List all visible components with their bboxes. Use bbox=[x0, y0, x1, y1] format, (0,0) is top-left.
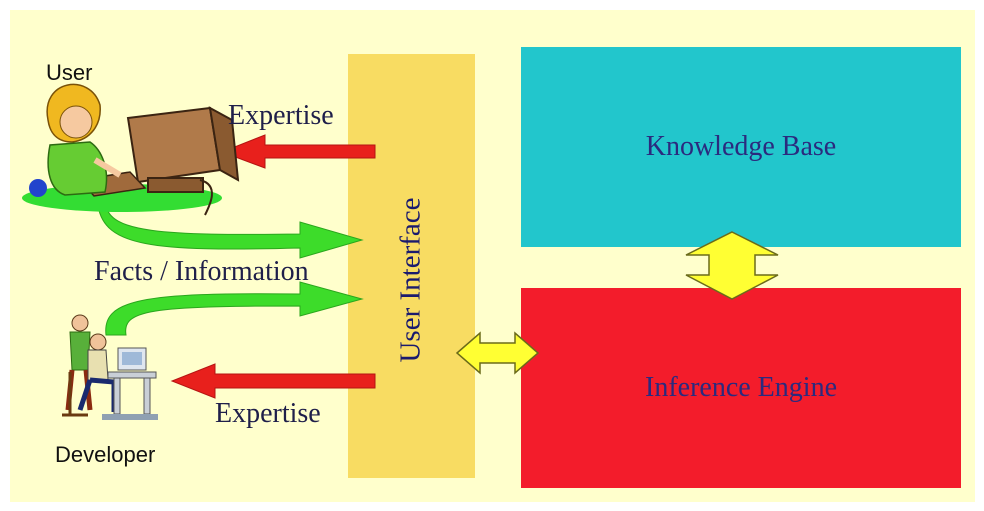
user-at-computer-icon bbox=[22, 83, 240, 216]
developer-workstation-icon bbox=[62, 314, 158, 420]
expertise-arrow-bottom bbox=[170, 363, 376, 399]
inference-engine-label: Inference Engine bbox=[645, 372, 837, 403]
diagram: User Interface Knowledge Base Inference … bbox=[10, 10, 975, 502]
facts-arrow-user bbox=[97, 204, 364, 259]
inference-engine-box: Inference Engine bbox=[521, 288, 961, 488]
knowledge-base-label: Knowledge Base bbox=[645, 131, 837, 162]
user-label: User bbox=[46, 60, 93, 85]
expertise-label-top: Expertise bbox=[228, 100, 334, 131]
expertise-arrow-top bbox=[220, 134, 376, 169]
expertise-label-bottom: Expertise bbox=[215, 398, 321, 429]
kb-engine-double-arrow bbox=[685, 231, 779, 300]
diagram-graphics bbox=[22, 83, 779, 420]
user-interface-bar bbox=[348, 54, 475, 478]
facts-arrow-developer bbox=[105, 281, 364, 336]
knowledge-base-box: Knowledge Base bbox=[521, 47, 961, 247]
ui-engine-double-arrow bbox=[455, 331, 540, 375]
facts-information-label: Facts / Information bbox=[94, 256, 309, 287]
developer-label: Developer bbox=[55, 442, 156, 467]
